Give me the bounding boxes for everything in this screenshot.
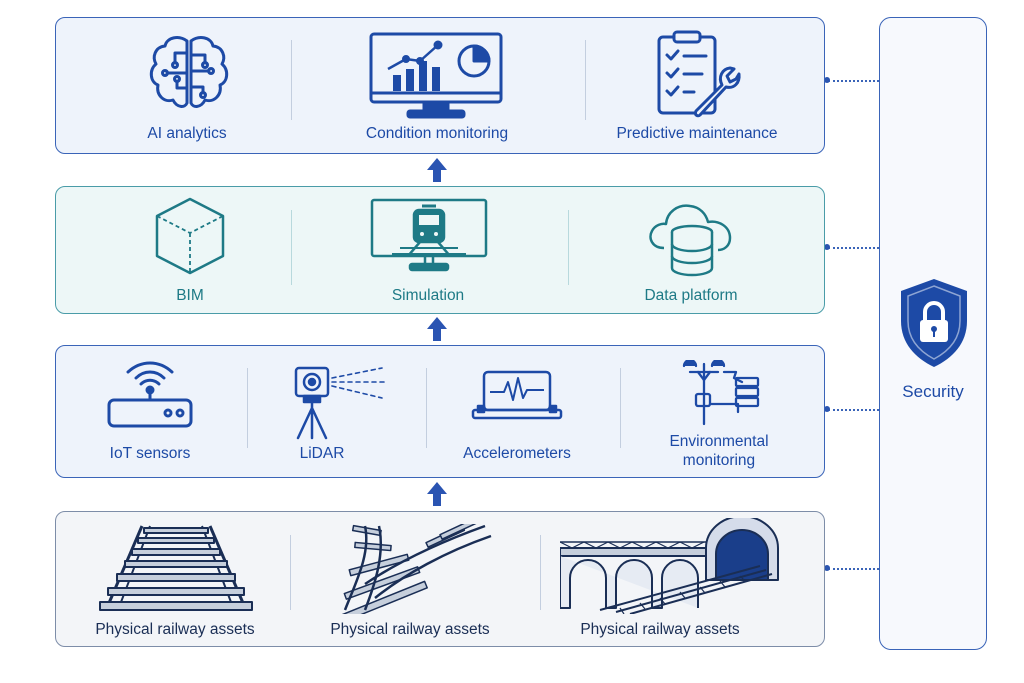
connector-assets [828,568,879,570]
up-arrow-icon [427,317,447,341]
connector-applications [828,80,879,82]
security-label: Security [902,382,964,401]
up-arrow-icon [427,158,447,182]
item-label-data-platform: Data platform [644,287,738,304]
connector-dot [824,77,830,83]
monitor-chart-icon [369,32,503,119]
divider [540,535,541,610]
connector-dot [824,244,830,250]
railway-track-icon [99,525,253,611]
item-label-lidar: LiDAR [299,445,345,462]
item-label-simulation: Simulation [391,287,465,304]
bridge-tunnel-icon [560,518,779,614]
divider [426,368,427,448]
connector-digital-twin [828,247,879,249]
connector-dot [824,406,830,412]
divider [585,40,586,120]
brain-icon [149,36,229,108]
item-label-ai-analytics: AI analytics [147,125,227,142]
connector-dot [824,565,830,571]
weather-station-icon [682,360,760,426]
item-label-line: monitoring [682,452,756,469]
divider [620,368,621,448]
cloud-database-icon [649,204,732,277]
item-label-environmental-monitoring: Environmental monitoring [669,432,768,470]
divider [247,368,248,448]
item-label-predictive-maintenance: Predictive maintenance [616,125,778,142]
item-label-bim: BIM [176,287,204,304]
divider [290,535,291,610]
wifi-router-icon [107,361,193,428]
cube-icon [155,197,225,275]
shield-lock-icon [901,279,967,367]
item-label-line: Environmental [669,433,769,450]
up-arrow-icon [427,482,447,506]
item-label-condition-monitoring: Condition monitoring [365,125,509,142]
item-label-iot-sensors: IoT sensors [109,445,191,462]
train-screen-icon [370,198,488,272]
clipboard-wrench-icon [657,30,741,118]
lidar-scanner-icon [294,366,385,440]
item-label-physical-railway-assets: Physical railway assets [330,621,490,638]
item-label-accelerometers: Accelerometers [463,445,571,462]
item-label-physical-railway-assets: Physical railway assets [95,621,255,638]
railway-switch-icon [340,524,492,614]
item-label-physical-railway-assets: Physical railway assets [580,621,740,638]
divider [291,210,292,285]
connector-sensing [828,409,879,411]
divider [568,210,569,285]
divider [291,40,292,120]
waveform-device-icon [471,370,563,420]
